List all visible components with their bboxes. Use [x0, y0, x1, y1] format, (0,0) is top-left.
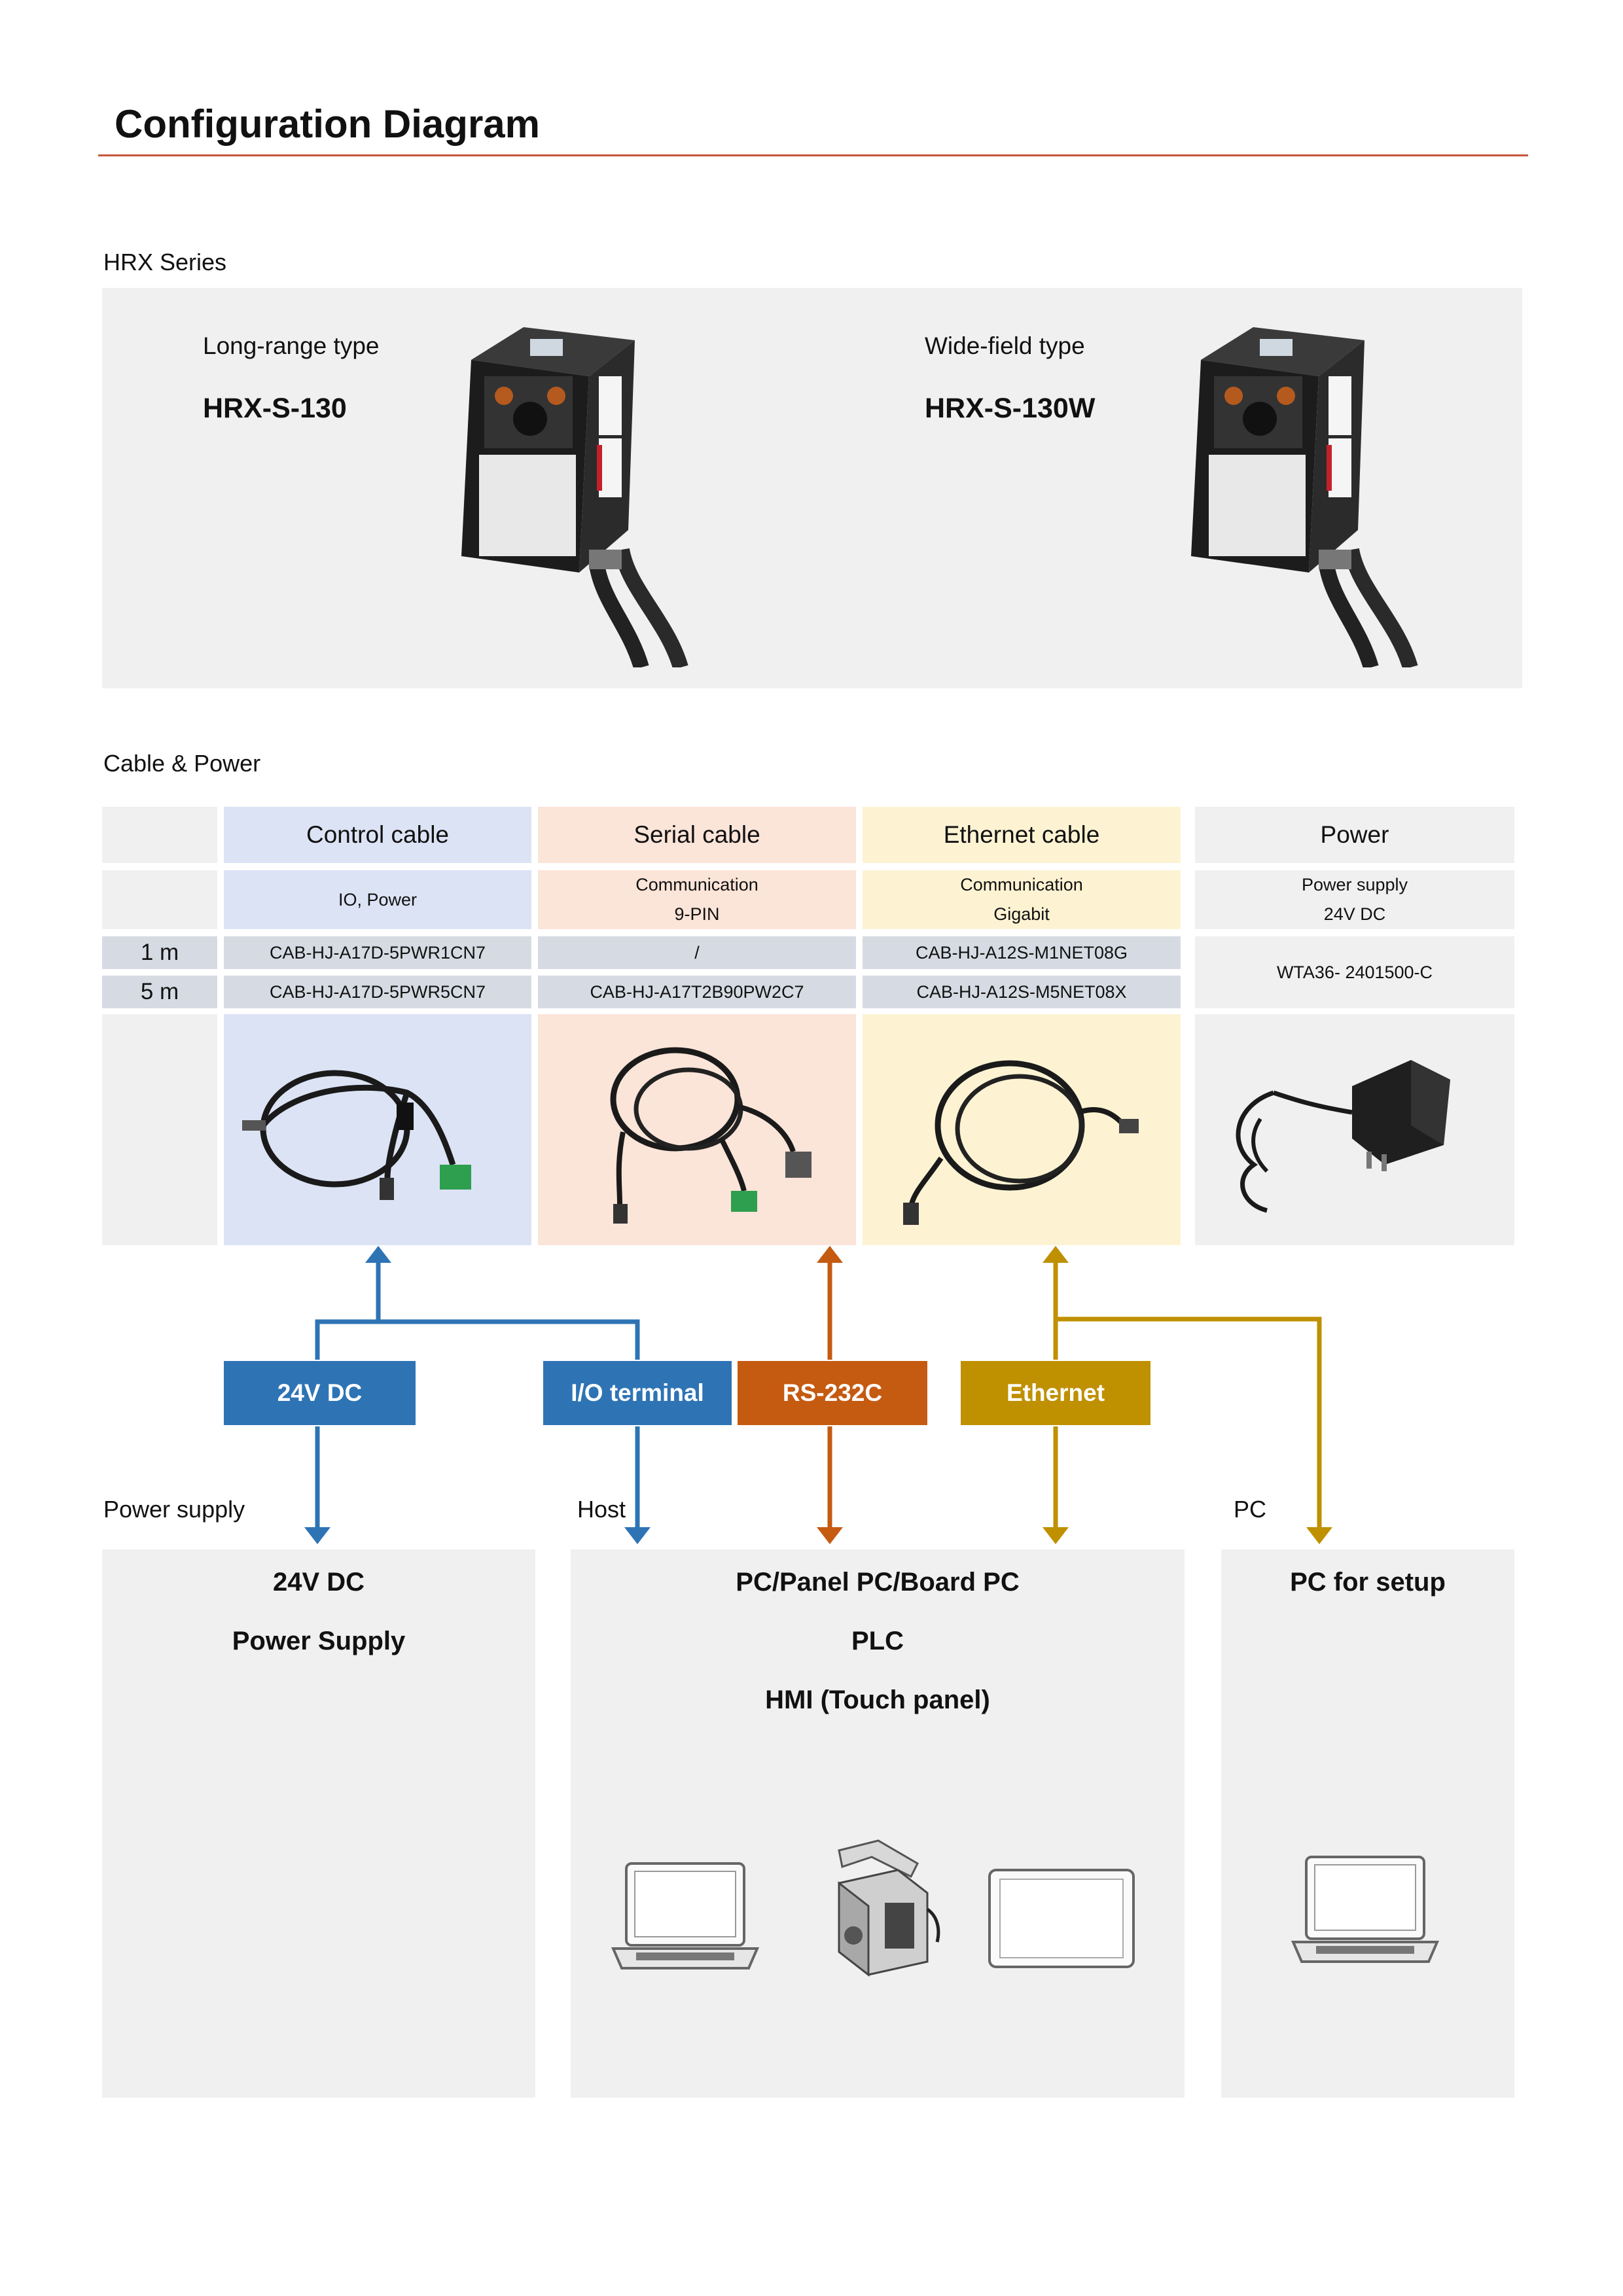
serial-cable-image [610, 1047, 812, 1224]
host-line1: PC/Panel PC/Board PC [736, 1568, 1020, 1597]
power-supply-line2: Power Supply [232, 1627, 406, 1655]
control-cable-desc-line1: IO, Power [338, 889, 418, 910]
touch-panel-icon [988, 1869, 1135, 1968]
blank-header-cell [102, 807, 217, 863]
control-cable-image-cell [224, 1014, 531, 1245]
ethernet-cable-pn-1m: CAB-HJ-A12S-M1NET08G [863, 936, 1181, 969]
serial-cable-desc-line1: Communication [635, 875, 758, 894]
ethernet-cable-pn-5m: CAB-HJ-A12S-M5NET08X [863, 976, 1181, 1008]
blank-image-cell [102, 1014, 217, 1245]
host-line2: PLC [851, 1627, 904, 1655]
badge-io-terminal: I/O terminal [543, 1361, 732, 1425]
power-image-cell [1195, 1014, 1514, 1245]
power-supply-panel: 24V DC Power Supply [102, 1549, 535, 2098]
ethernet-cable-desc-line2: Gigabit [993, 904, 1050, 924]
control-cable-pn-5m: CAB-HJ-A17D-5PWR5CN7 [224, 976, 531, 1008]
pc-setup-label: PC for setup [1290, 1568, 1446, 1597]
power-desc-line1: Power supply [1301, 875, 1408, 894]
power-adapter-image [1236, 1060, 1450, 1213]
ethernet-cable-image [903, 1060, 1139, 1225]
power-supply-line1: 24V DC [272, 1568, 365, 1597]
serial-cable-desc: Communication 9-PIN [538, 870, 856, 929]
setup-laptop-icon [1291, 1856, 1440, 1963]
long-range-type-label: Long-range type [203, 332, 380, 359]
ethernet-cable-header: Ethernet cable [863, 807, 1181, 863]
serial-cable-desc-line2: 9-PIN [674, 904, 720, 924]
wide-field-model: HRX-S-130W [925, 393, 1096, 424]
control-cable-image [242, 1070, 471, 1200]
page-title: Configuration Diagram [115, 102, 541, 146]
cable-power-label: Cable & Power [103, 750, 261, 777]
long-range-model: HRX-S-130 [203, 393, 347, 424]
plc-icon [838, 1839, 940, 1977]
host-panel: PC/Panel PC/Board PC PLC HMI (Touch pane… [571, 1549, 1185, 2098]
serial-cable-header: Serial cable [538, 807, 856, 863]
length-1m: 1 m [102, 936, 217, 969]
ethernet-cable-desc-line1: Communication [960, 875, 1083, 894]
power-desc-line2: 24V DC [1323, 904, 1386, 924]
host-label: Host [577, 1496, 626, 1523]
ethernet-cable-image-cell [863, 1014, 1181, 1245]
pc-label: PC [1234, 1496, 1267, 1523]
hrx-series-label: HRX Series [103, 249, 227, 275]
power-supply-label: Power supply [103, 1496, 245, 1523]
ethernet-cable-desc: Communication Gigabit [863, 870, 1181, 929]
serial-cable-pn-5m: CAB-HJ-A17T2B90PW2C7 [538, 976, 856, 1008]
pc-panel: PC for setup [1221, 1549, 1514, 2098]
camera-image-wide-field [1191, 327, 1418, 667]
host-line3: HMI (Touch panel) [765, 1686, 990, 1714]
serial-cable-pn-1m: / [538, 936, 856, 969]
control-cable-pn-1m: CAB-HJ-A17D-5PWR1CN7 [224, 936, 531, 969]
blank-sub-cell [102, 870, 217, 929]
control-cable-header: Control cable [224, 807, 531, 863]
badge-24v-dc: 24V DC [224, 1361, 416, 1425]
length-5m: 5 m [102, 976, 217, 1008]
title-divider [98, 154, 1528, 156]
power-pn: WTA36- 2401500-C [1195, 936, 1514, 1008]
power-desc: Power supply 24V DC [1195, 870, 1514, 929]
badge-rs232c: RS-232C [738, 1361, 927, 1425]
badge-ethernet: Ethernet [961, 1361, 1150, 1425]
laptop-icon [611, 1862, 760, 1969]
control-cable-desc: IO, Power [224, 870, 531, 929]
wide-field-type-label: Wide-field type [925, 332, 1085, 359]
camera-image-long-range [461, 327, 688, 667]
serial-cable-image-cell [538, 1014, 856, 1245]
power-header: Power [1195, 807, 1514, 863]
